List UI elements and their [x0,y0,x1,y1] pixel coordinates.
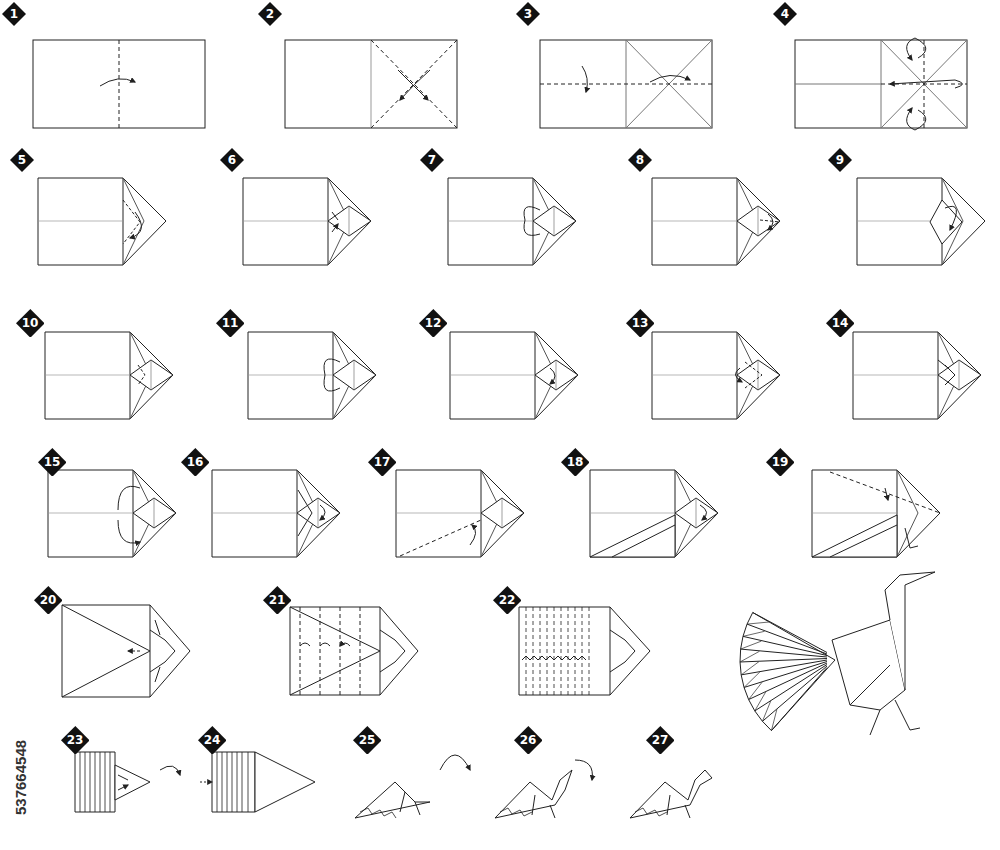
step-2-sheet [285,40,457,128]
step-number: 25 [353,726,382,755]
peacock-tail [740,613,835,731]
step-number-text: 1 [2,2,26,26]
step-number-text: 17 [368,448,397,477]
step-number: 19 [766,448,795,477]
step-25-bird [355,755,470,818]
step-number-text: 24 [198,726,227,755]
step-number-text: 15 [38,448,67,477]
step-number-text: 19 [766,448,795,477]
step-20-model [62,605,190,697]
step-number: 17 [368,448,397,477]
step-number-text: 21 [263,586,292,615]
step-number: 2 [258,2,282,26]
step-number-text: 12 [419,309,448,338]
step-number-text: 4 [773,2,797,26]
step-number: 20 [34,586,63,615]
step-number-text: 5 [10,148,34,172]
step-number: 9 [828,148,852,172]
step-number: 8 [628,148,652,172]
step-number: 18 [561,448,590,477]
step-21-model [290,607,418,695]
step-number: 16 [181,448,210,477]
step-number: 7 [420,148,444,172]
step-18-model [590,470,718,557]
step-number: 6 [220,148,244,172]
step-number: 24 [198,726,227,755]
step-number: 21 [263,586,292,615]
step-4-sheet [795,38,967,130]
step-number-text: 6 [220,148,244,172]
step-22-model [519,607,650,695]
step-number: 23 [61,726,90,755]
step-number-text: 27 [646,726,675,755]
step-number-text: 18 [561,448,590,477]
step-3-sheet [540,40,712,128]
step-number-text: 25 [353,726,382,755]
step-24-model [200,752,315,812]
step-number-text: 3 [516,2,540,26]
step-26-bird [495,760,592,818]
step-number-text: 14 [826,309,855,338]
peacock-body [832,572,935,735]
step-number: 22 [493,586,522,615]
step-number: 13 [626,309,655,338]
watermark-id: 537664548 [12,740,29,815]
step-number: 5 [10,148,34,172]
step-number-text: 2 [258,2,282,26]
step-number: 15 [38,448,67,477]
step-number-text: 22 [493,586,522,615]
step-number: 14 [826,309,855,338]
step-1-sheet [33,40,205,128]
step-number: 12 [419,309,448,338]
step-number-text: 8 [628,148,652,172]
step-number-text: 20 [34,586,63,615]
step-number-text: 10 [16,309,45,338]
step-number-text: 26 [514,726,543,755]
step-number: 10 [16,309,45,338]
step-number-text: 11 [216,309,245,338]
step-number-text: 16 [181,448,210,477]
step-number: 11 [216,309,245,338]
step-number-text: 13 [626,309,655,338]
step-number-text: 7 [420,148,444,172]
step-number: 1 [2,2,26,26]
step-number-text: 23 [61,726,90,755]
step-19-model [812,470,940,557]
step-number: 27 [646,726,675,755]
step-number: 4 [773,2,797,26]
step-number: 3 [516,2,540,26]
step-number: 26 [514,726,543,755]
step-23-model [75,752,180,812]
step-27-bird [630,770,712,818]
step-number-text: 9 [828,148,852,172]
